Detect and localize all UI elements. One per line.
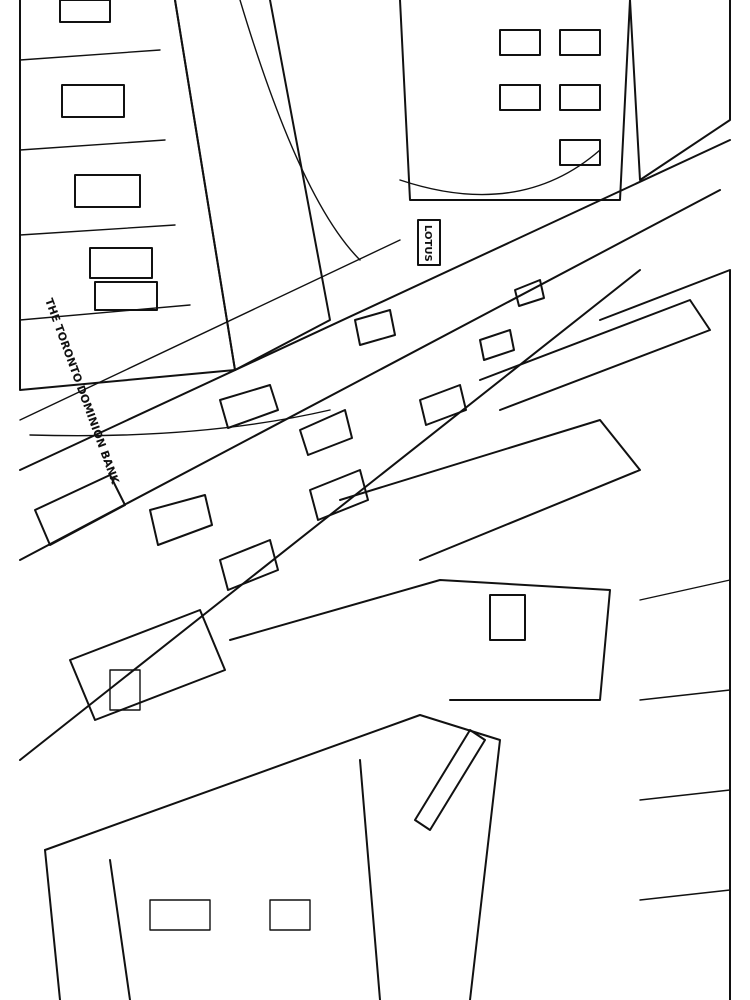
window [59,0,111,23]
car [419,384,467,426]
bank-sign: THE TORONTO DOMINION BANK [42,297,122,486]
lotus-sign: LOTUS [417,219,441,266]
window [94,281,158,311]
window [499,29,541,56]
window [74,174,141,208]
overhead-wires [29,0,601,437]
left-building [19,0,331,391]
lower-buildings [44,269,731,1000]
window [559,139,601,166]
car [34,474,126,546]
storefront-sign [414,729,486,831]
window [89,247,153,279]
car [149,494,213,546]
streetcar [69,609,226,721]
car [514,279,545,307]
lotus-sign-text: LOTUS [422,225,433,262]
car [309,469,369,521]
window [559,84,601,111]
upper-right-buildings [399,0,731,201]
car [299,409,353,456]
car [219,539,279,591]
car [479,329,515,361]
window [61,84,125,118]
cars [34,279,545,591]
car [354,309,396,346]
bank-sign-text: THE TORONTO DOMINION BANK [42,297,122,486]
window [499,84,541,111]
car [219,384,279,429]
window [559,29,601,56]
